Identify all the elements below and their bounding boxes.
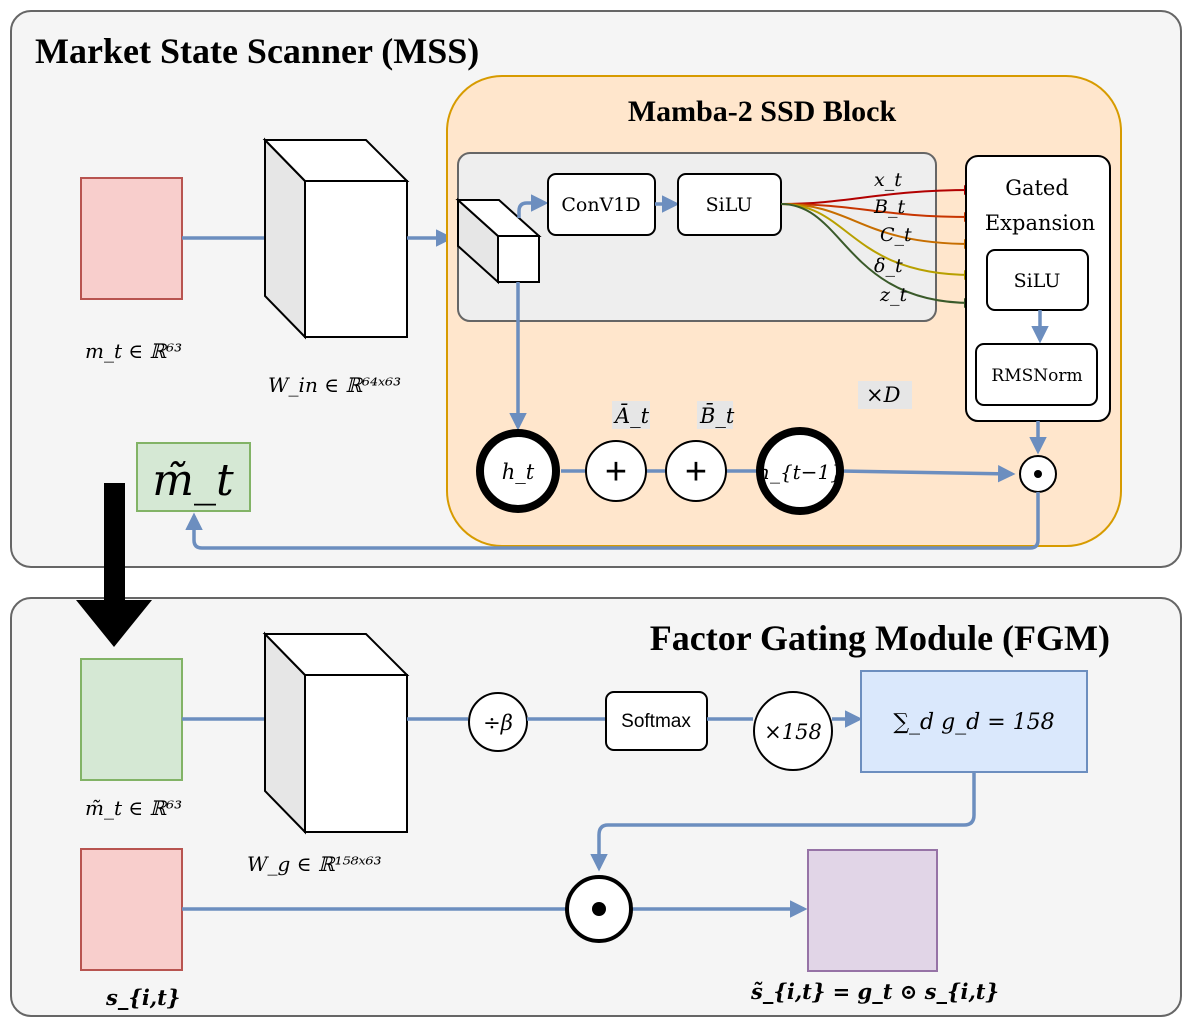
- cube-to-conv-edge: [517, 194, 549, 218]
- hprev-label: h_{t−1}: [757, 460, 843, 484]
- repeat-label: ×D: [866, 383, 901, 407]
- branch-x-label: x_t: [874, 169, 902, 191]
- gated-expansion-title-2: Expansion: [985, 211, 1095, 235]
- b-bar-badge: [697, 401, 733, 429]
- branch-delta-edge: [780, 203, 974, 280]
- div-beta-label: ÷β: [483, 711, 513, 735]
- mss-input-label: m_t ∈ ℝ⁶³: [85, 339, 182, 363]
- ht-node: [476, 429, 560, 513]
- fgm-output-box: [807, 849, 938, 972]
- hprev-to-odot-edge: [839, 465, 1016, 483]
- w-in-cube: [262, 137, 410, 340]
- branch-c-label: C_t: [880, 224, 912, 246]
- sum-label: ∑_d g_d = 158: [893, 710, 1054, 735]
- branch-z-edge: [780, 203, 974, 308]
- times-node: [753, 691, 833, 771]
- fgm-input-box: [80, 658, 183, 781]
- mss-output-box: [136, 442, 251, 512]
- fgm-odot-dot: [592, 902, 606, 916]
- mss-output-label: m̃_t: [152, 455, 234, 506]
- gated-silu-label: SiLU: [1014, 270, 1061, 292]
- hprev-node: [756, 427, 844, 515]
- softmax-block: [605, 691, 708, 751]
- mss-input-box: [80, 177, 183, 300]
- mss-title: Market State Scanner (MSS): [35, 31, 479, 71]
- branch-z-label: z_t: [879, 284, 908, 306]
- conv1d-label: ConV1D: [561, 194, 640, 216]
- branch-c-edge: [780, 203, 974, 249]
- w-in-label: W_in ∈ ℝ⁶⁴ˣ⁶³: [268, 373, 401, 397]
- ssd-odot-dot: [1034, 470, 1042, 478]
- gated-silu-block: [986, 249, 1089, 311]
- s-label: s_{i,t}: [105, 985, 180, 1010]
- gated-expansion-title-1: Gated: [1005, 176, 1069, 200]
- w-g-cube: [262, 631, 410, 835]
- plus-node-a: [585, 440, 647, 502]
- plus-symbol-b: +: [685, 451, 707, 493]
- rmsnorm-block: [975, 343, 1098, 406]
- silu-label: SiLU: [706, 194, 753, 216]
- plus-symbol-a: +: [605, 451, 627, 493]
- w-g-label: W_g ∈ ℝ¹⁵⁸ˣ⁶³: [247, 852, 382, 876]
- ht-label: h_t: [502, 460, 535, 484]
- sum-to-odot-edge: [590, 772, 976, 872]
- branch-b-label: B_t: [873, 196, 905, 218]
- b-bar-label: B̄_t: [699, 403, 735, 428]
- branch-b-edge: [780, 203, 974, 222]
- s-box: [80, 848, 183, 971]
- fgm-input-label: m̃_t ∈ ℝ⁶³: [85, 796, 182, 820]
- times-label: ×158: [764, 720, 822, 744]
- softmax-label: Softmax: [621, 711, 691, 732]
- fgm-panel: [10, 597, 1182, 1017]
- a-bar-badge: [612, 401, 650, 429]
- branch-delta-label: δ_t: [874, 255, 903, 277]
- plus-node-b: [665, 440, 727, 502]
- repeat-badge: [858, 381, 912, 409]
- sum-box: [860, 670, 1088, 773]
- fgm-title: Factor Gating Module (FGM): [650, 618, 1110, 658]
- div-beta-node: [468, 692, 528, 752]
- odot-to-output-edge: [185, 492, 1040, 550]
- ssd-title: Mamba-2 SSD Block: [628, 95, 897, 128]
- fgm-output-label: s̃_{i,t} = g_t ⊙ s_{i,t}: [750, 979, 999, 1004]
- mss-to-fgm-arrowhead: [76, 595, 152, 647]
- a-bar-label: Ā_t: [613, 404, 650, 428]
- rmsnorm-label: RMSNorm: [991, 366, 1082, 386]
